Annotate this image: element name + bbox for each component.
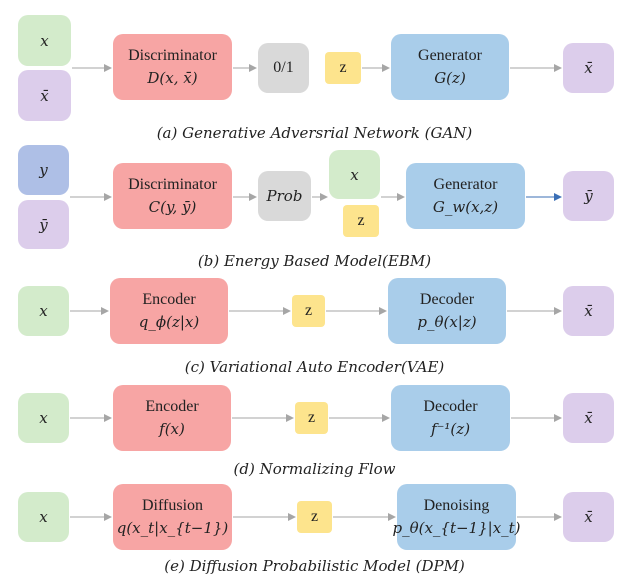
node-label: z bbox=[339, 59, 347, 76]
caption-flow: (d) Normalizing Flow bbox=[233, 460, 396, 478]
node-label: x̄ bbox=[40, 86, 49, 105]
node-formula: G(z) bbox=[434, 69, 466, 87]
flow-reconstruction-node: x̄ bbox=[563, 393, 614, 443]
gan-latent-node: z bbox=[325, 52, 361, 84]
dpm-latent-node: z bbox=[297, 501, 332, 533]
flow-decoder-node: Decoder f⁻¹(z) bbox=[391, 385, 510, 451]
gan-generator-node: Generator G(z) bbox=[391, 34, 509, 100]
node-formula: f⁻¹(z) bbox=[430, 420, 471, 438]
vae-encoder-node: Encoder q_ϕ(z|x) bbox=[110, 278, 228, 344]
dpm-denoising-node: Denoising p_θ(x_{t−1}|x_t) bbox=[392, 484, 521, 550]
node-label: x̄ bbox=[584, 59, 593, 77]
node-formula: C(y, ȳ) bbox=[148, 198, 197, 216]
node-label: ȳ bbox=[39, 215, 48, 234]
node-title: Generator bbox=[418, 47, 482, 64]
node-formula: G_w(x,z) bbox=[432, 198, 499, 216]
node-label: x bbox=[350, 165, 359, 184]
flow-input-node: x bbox=[18, 393, 69, 443]
ebm-sample-input-node: ȳ bbox=[18, 200, 69, 249]
caption-ebm: (b) Energy Based Model(EBM) bbox=[197, 252, 432, 270]
node-label: x̄ bbox=[584, 302, 593, 320]
vae-input-node: x bbox=[18, 286, 69, 336]
node-label: x̄ bbox=[584, 409, 593, 427]
node-title: Discriminator bbox=[128, 176, 217, 193]
ebm-critic-node: Discriminator C(y, ȳ) bbox=[113, 163, 232, 229]
ebm-generated-sample-node: ȳ bbox=[563, 171, 614, 221]
node-formula: f(x) bbox=[159, 420, 185, 438]
node-label: ȳ bbox=[584, 187, 593, 205]
dpm-input-node: x bbox=[18, 492, 69, 542]
caption-dpm: (e) Diffusion Probabilistic Model (DPM) bbox=[164, 557, 465, 575]
node-label: z bbox=[310, 508, 319, 525]
node-label: x̄ bbox=[584, 508, 593, 526]
vae-reconstruction-node: x̄ bbox=[563, 286, 614, 336]
node-label: z bbox=[307, 409, 316, 426]
flow-encoder-node: Encoder f(x) bbox=[113, 385, 231, 451]
gan-discriminator-node: Discriminator D(x, x̄) bbox=[113, 34, 232, 100]
node-label: y bbox=[39, 161, 48, 179]
node-formula: D(x, x̄) bbox=[147, 69, 198, 87]
node-formula: p_θ(x|z) bbox=[417, 313, 477, 331]
dpm-diffusion-node: Diffusion q(x_t|x_{t−1}) bbox=[113, 484, 232, 550]
node-title: Encoder bbox=[142, 291, 196, 308]
node-title: Decoder bbox=[419, 291, 475, 308]
node-title: Denoising bbox=[423, 497, 490, 514]
node-formula: q_ϕ(z|x) bbox=[138, 313, 200, 331]
node-formula: q(x_t|x_{t−1}) bbox=[116, 519, 229, 537]
node-title: Generator bbox=[433, 176, 498, 193]
ebm-generator-node: Generator G_w(x,z) bbox=[406, 163, 525, 229]
caption-vae: (c) Variational Auto Encoder(VAE) bbox=[184, 358, 445, 376]
node-label: x bbox=[39, 508, 48, 526]
node-title: Encoder bbox=[145, 398, 199, 415]
node-label: x bbox=[39, 302, 48, 320]
node-title: Discriminator bbox=[128, 47, 217, 64]
node-formula: p_θ(x_{t−1}|x_t) bbox=[392, 519, 521, 537]
vae-latent-node: z bbox=[292, 295, 325, 327]
node-label: z bbox=[357, 212, 365, 229]
node-title: Decoder bbox=[423, 398, 478, 415]
flow-latent-node: z bbox=[295, 402, 328, 434]
gan-generated-sample-node: x̄ bbox=[563, 43, 614, 93]
ebm-probability-node: Prob bbox=[258, 171, 311, 221]
node-label: Prob bbox=[266, 187, 303, 205]
node-label: 0/1 bbox=[273, 59, 294, 76]
node-label: x bbox=[40, 31, 49, 50]
gan-fake-input-node: x̄ bbox=[18, 70, 71, 121]
node-label: x bbox=[39, 409, 48, 427]
node-title: Diffusion bbox=[141, 497, 204, 514]
gan-real-input-node: x bbox=[18, 15, 71, 66]
ebm-condition-node: x bbox=[329, 150, 380, 199]
ebm-latent-node: z bbox=[343, 205, 379, 237]
ebm-target-input-node: y bbox=[18, 145, 69, 195]
caption-gan: (a) Generative Adversrial Network (GAN) bbox=[156, 124, 473, 142]
gan-decision-output-node: 0/1 bbox=[258, 43, 309, 93]
node-label: z bbox=[304, 302, 313, 319]
vae-decoder-node: Decoder p_θ(x|z) bbox=[388, 278, 506, 344]
dpm-generated-sample-node: x̄ bbox=[563, 492, 614, 542]
